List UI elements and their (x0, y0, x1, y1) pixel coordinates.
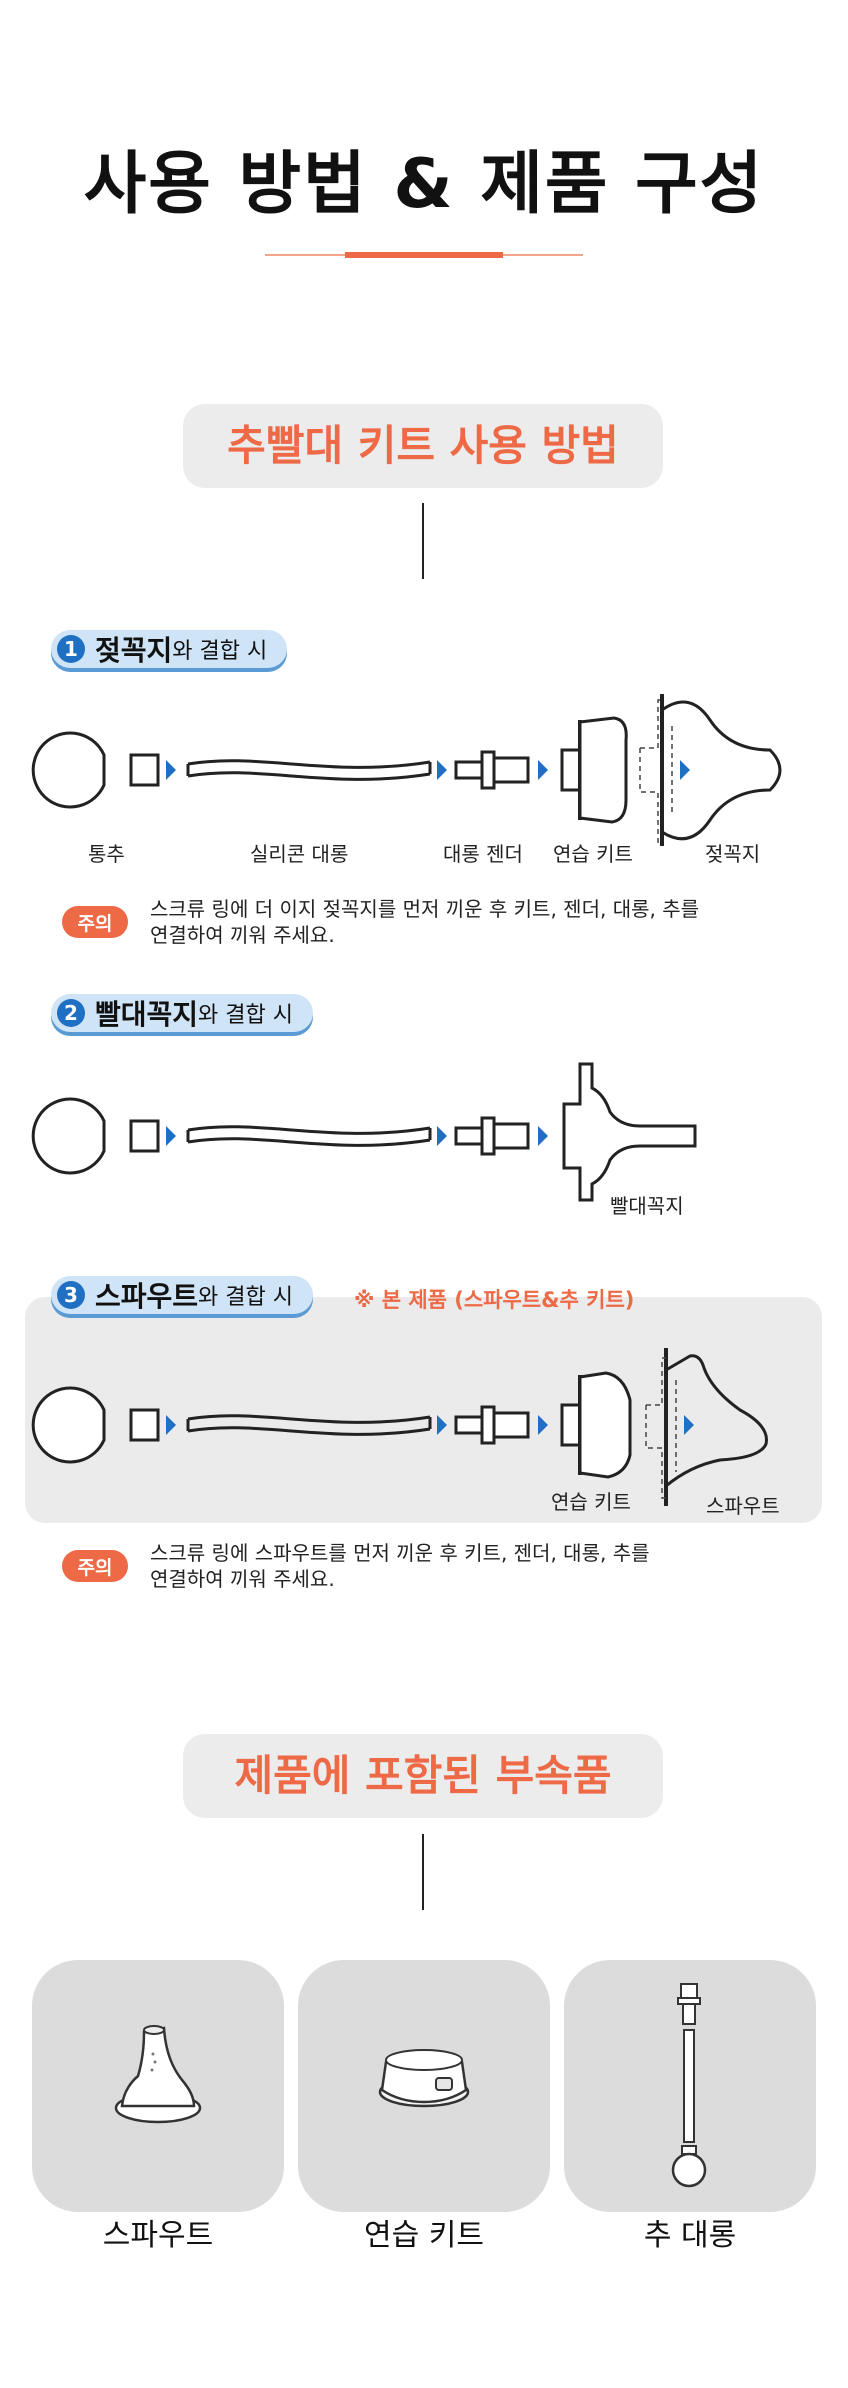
arrow-icon (166, 1415, 176, 1435)
spout-icon (114, 2025, 202, 2124)
arrow-icon (538, 1415, 548, 1435)
spout-icon (645, 1348, 768, 1506)
section-divider-line (422, 1834, 424, 1910)
weight-ball-icon (31, 731, 160, 809)
step1-caution-text: 스크류 링에 더 이지 젖꼭지를 먼저 끼운 후 키트, 젠더, 대롱, 추를 … (150, 896, 699, 948)
step2-number: 2 (57, 999, 85, 1027)
part-label-practice-kit: 연습 키트 (551, 1490, 631, 1514)
step1-subtitle: 와 결합 시 (172, 639, 268, 664)
step1-assembly-diagram (31, 694, 782, 846)
arrow-icon (437, 1415, 447, 1435)
part-label-silicone-straw: 실리콘 대롱 (250, 842, 349, 866)
item-label-spout: 스파우트 (102, 2218, 214, 2253)
weighted-straw-icon (671, 1983, 707, 2188)
step1-tag: 1 젖꼭지 와 결합 시 (51, 630, 288, 668)
arrow-icon (538, 760, 548, 780)
caution-badge: 주의 (62, 906, 128, 938)
straw-nipple-icon (562, 1062, 697, 1202)
caution-line: 스크류 링에 스파우트를 먼저 끼운 후 키트, 젠더, 대롱, 추를 (150, 1541, 650, 1565)
title-underline-accent (345, 252, 503, 258)
section-divider-line (422, 503, 424, 579)
arrow-icon (166, 760, 176, 780)
included-section-heading: 제품에 포함된 부속품 (183, 1734, 663, 1818)
step1-number: 1 (57, 635, 85, 663)
this-product-note: ※ 본 제품 (스파우트&추 키트) (354, 1288, 635, 1312)
step3-subtitle: 와 결합 시 (198, 1285, 293, 1310)
arrow-icon (437, 760, 447, 780)
step3-assembly-diagram (31, 1348, 768, 1506)
caution-line: 스크류 링에 더 이지 젖꼭지를 먼저 끼운 후 키트, 젠더, 대롱, 추를 (150, 897, 700, 921)
caution-line: 연결하여 끼워 주세요. (150, 923, 335, 947)
practice-kit-icon (560, 1371, 632, 1479)
part-label-nipple: 젖꼭지 (705, 842, 761, 866)
silicone-straw-icon (187, 759, 431, 769)
silicone-straw-icon (187, 1125, 431, 1135)
step2-subtitle: 와 결합 시 (198, 1003, 293, 1028)
item-label-weighted-straw: 추 대롱 (643, 2218, 737, 2253)
nipple-icon (639, 694, 782, 846)
item-label-practice-kit: 연습 키트 (364, 2218, 484, 2253)
part-label-straw-gender: 대롱 젠더 (443, 842, 523, 866)
step1-title: 젖꼭지 (95, 634, 173, 667)
weight-ball-icon (31, 1386, 160, 1464)
arrow-icon (166, 1126, 176, 1146)
arrow-icon (680, 760, 690, 780)
item-card-practice-kit (298, 1960, 550, 2212)
caution-badge: 주의 (62, 1550, 128, 1582)
practice-kit-icon (560, 716, 628, 824)
usage-section-heading: 추빨대 키트 사용 방법 (183, 404, 663, 488)
step3-title: 스파우트 (95, 1280, 199, 1313)
part-label-practice-kit: 연습 키트 (553, 842, 633, 866)
arrow-icon (684, 1415, 694, 1435)
silicone-straw-icon (187, 1414, 431, 1424)
straw-gender-icon (454, 1116, 530, 1156)
step2-assembly-diagram (31, 1062, 697, 1202)
part-label-straw-nipple: 빨대꼭지 (610, 1194, 684, 1218)
straw-gender-icon (454, 750, 530, 790)
step2-title: 빨대꼭지 (95, 998, 199, 1031)
part-label-weight: 통추 (88, 842, 125, 866)
step2-tag: 2 빨대꼭지 와 결합 시 (51, 994, 313, 1032)
weight-ball-icon (31, 1097, 160, 1175)
page-title: 사용 방법 & 제품 구성 (83, 145, 765, 224)
step3-caution-text: 스크류 링에 스파우트를 먼저 끼운 후 키트, 젠더, 대롱, 추를 연결하여… (150, 1540, 650, 1592)
item-card-weighted-straw (564, 1960, 816, 2212)
caution-line: 연결하여 끼워 주세요. (150, 1567, 335, 1591)
item-card-spout (32, 1960, 284, 2212)
arrow-icon (538, 1126, 548, 1146)
step3-number: 3 (57, 1281, 85, 1309)
practice-kit-icon (378, 2049, 470, 2108)
straw-gender-icon (454, 1405, 530, 1445)
step3-tag: 3 스파우트 와 결합 시 (51, 1276, 313, 1314)
part-label-spout: 스파우트 (706, 1494, 780, 1518)
arrow-icon (437, 1126, 447, 1146)
